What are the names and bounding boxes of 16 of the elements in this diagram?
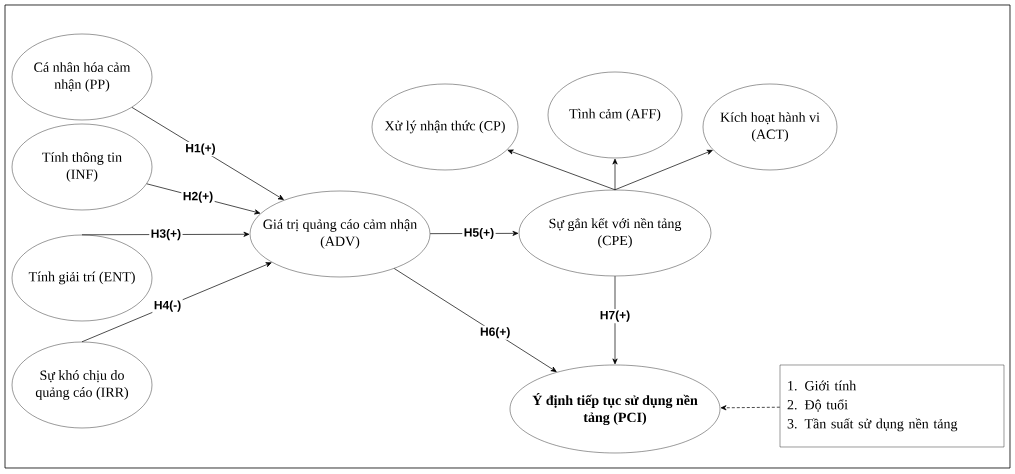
arrow: [614, 149, 713, 191]
edge-label: H4(-): [152, 298, 183, 314]
edge-label: H7(+): [598, 308, 632, 324]
arrow: [612, 275, 618, 365]
arrow: [81, 262, 272, 343]
edge-label: H2(+): [181, 190, 215, 205]
arrow: [612, 158, 618, 191]
edge-label: H1(+): [183, 142, 218, 157]
arrow: [393, 268, 557, 372]
arrow: [131, 107, 284, 200]
arrow: [720, 405, 781, 411]
edge-label: H5(+): [462, 226, 496, 241]
covariate-box: 1. Giới tính 2. Độ tuổi 3. Tần suất sử dụng nền tảng: [779, 364, 1005, 448]
edge-label: H3(+): [149, 227, 183, 242]
edge-label: H6(+): [478, 325, 512, 340]
arrow: [507, 149, 616, 191]
